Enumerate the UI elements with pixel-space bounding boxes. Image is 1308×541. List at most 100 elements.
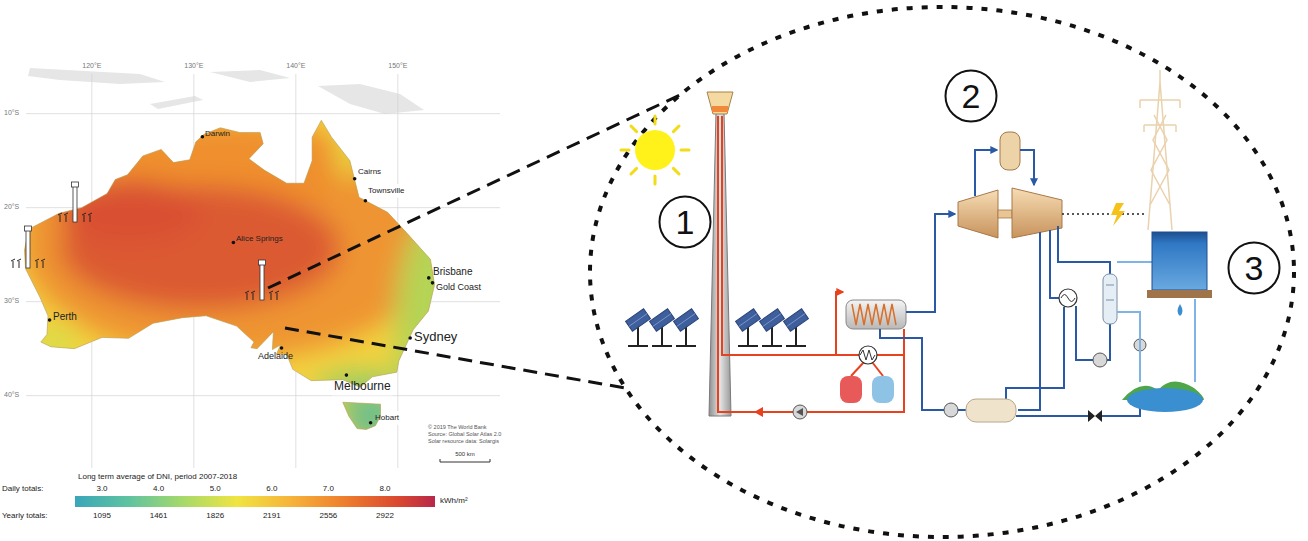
heliostat xyxy=(784,309,809,331)
graticule xyxy=(26,74,500,468)
attribution-text: Source: Global Solar Atlas 2.0 xyxy=(428,431,501,438)
plant-marker xyxy=(277,293,278,300)
city-label: Adelaide xyxy=(258,351,293,362)
plant-marker xyxy=(13,261,14,268)
legend-value: 2556 xyxy=(320,511,338,521)
heliostat xyxy=(762,345,782,347)
valve-symbol xyxy=(1095,410,1102,422)
heliostat xyxy=(736,309,761,346)
cooling-system xyxy=(1152,232,1207,290)
heliostat xyxy=(652,345,672,347)
heliostat xyxy=(629,314,647,327)
heliostat xyxy=(637,326,639,346)
steam-turbine xyxy=(1000,132,1020,170)
sun-icon xyxy=(621,116,689,184)
heliostat xyxy=(736,309,761,331)
water-steam-loop xyxy=(880,329,944,410)
plant-marker xyxy=(66,215,67,222)
feed-pumps xyxy=(944,339,1146,417)
zoom-outline xyxy=(268,95,680,288)
heliostat xyxy=(738,345,758,347)
heliostat xyxy=(677,314,695,327)
water-steam-loop xyxy=(1018,232,1040,410)
city-label: Perth xyxy=(53,311,77,323)
molten-salt-loop xyxy=(877,354,904,356)
cooling-system xyxy=(1117,261,1152,263)
plant-marker xyxy=(245,291,249,293)
dni-shading xyxy=(20,120,465,443)
feedwater-heater xyxy=(1061,295,1075,302)
neighbour-land xyxy=(28,68,165,84)
salt-pump xyxy=(793,405,807,419)
city-dot xyxy=(427,276,431,280)
latitude-label: 10°S xyxy=(4,109,19,117)
plant-marker xyxy=(37,261,38,268)
steam-turbine xyxy=(1012,188,1062,238)
cooling-system xyxy=(1194,299,1196,382)
plant-marker xyxy=(260,264,264,300)
receiver-tower xyxy=(707,92,733,416)
city-label: Brisbane xyxy=(433,266,472,278)
condenser xyxy=(1103,274,1117,324)
cooling-system xyxy=(1178,304,1183,316)
heliostat xyxy=(763,314,781,327)
cooling-system xyxy=(1147,290,1212,298)
city-dot xyxy=(353,177,357,181)
power-line xyxy=(1140,70,1180,230)
molten-salt-loop xyxy=(718,116,904,412)
steam-turbine xyxy=(998,210,1012,218)
legend-value: 8.0 xyxy=(379,484,390,494)
heliostat xyxy=(784,309,809,346)
heliostat xyxy=(674,309,699,346)
molten-salt-loop xyxy=(872,362,883,376)
zoom-outline xyxy=(590,7,1294,537)
condenser xyxy=(1106,285,1114,286)
water-steam-loop xyxy=(975,150,997,196)
city-label: Melbourne xyxy=(334,379,391,393)
legend-value: 1461 xyxy=(150,511,168,521)
thermal-storage xyxy=(840,376,862,403)
molten-salt-loop xyxy=(836,354,859,356)
power-line xyxy=(1111,203,1125,226)
legend-title: Long term average of DNI, period 2007-20… xyxy=(78,472,237,482)
city-dot xyxy=(232,241,236,245)
cooling-system xyxy=(1127,388,1203,412)
scale-bar xyxy=(440,459,490,462)
city-label: Sydney xyxy=(414,329,457,345)
city-label: Townsville xyxy=(368,186,404,196)
power-line xyxy=(1140,99,1180,101)
dni-shading xyxy=(342,393,402,443)
power-line xyxy=(1175,125,1177,132)
power-line xyxy=(1143,125,1145,132)
power-line xyxy=(1150,115,1169,205)
city-label: Cairns xyxy=(358,167,381,177)
legend-axis-label: Daily totals: xyxy=(2,484,43,494)
circle-outline xyxy=(946,71,997,122)
receiver-tower xyxy=(709,112,731,416)
heliostat xyxy=(771,326,773,346)
plant-marker xyxy=(259,260,266,265)
graticule xyxy=(26,113,500,114)
power-line xyxy=(1062,70,1180,230)
sun-icon xyxy=(673,168,679,174)
coastline xyxy=(25,120,435,429)
heliostat xyxy=(685,326,687,346)
legend-value: 3.0 xyxy=(96,484,107,494)
molten-salt-loop xyxy=(807,329,904,412)
heliostat xyxy=(760,309,785,346)
zoom-outline xyxy=(268,7,1294,537)
heliostat xyxy=(676,345,696,347)
circle-outline xyxy=(660,197,711,248)
plant-marker xyxy=(60,215,61,222)
thermal-storage xyxy=(860,350,875,360)
city-dot xyxy=(201,135,205,139)
plant-marker xyxy=(25,226,32,231)
latitude-label: 20°S xyxy=(4,203,19,211)
plant-marker xyxy=(17,259,21,261)
plant-marker xyxy=(64,213,68,215)
cooling-system xyxy=(1117,232,1212,412)
power-line xyxy=(1179,100,1181,108)
